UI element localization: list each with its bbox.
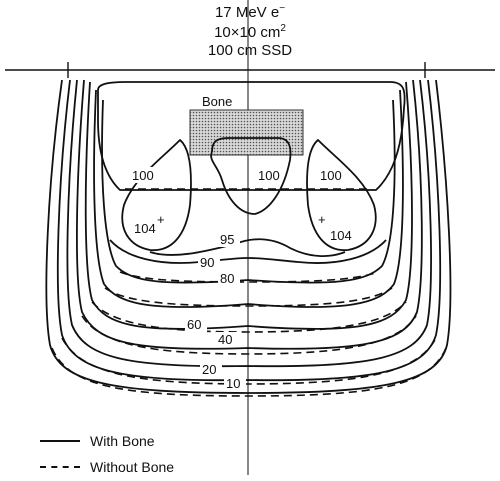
isodose-40-solid bbox=[76, 79, 423, 350]
label-104-right-plus: + bbox=[318, 212, 326, 227]
label-100-right: 100 bbox=[320, 168, 342, 183]
label-40: 40 bbox=[218, 332, 232, 347]
isodose-60-solid bbox=[84, 81, 413, 330]
isodose-90-solid bbox=[109, 239, 387, 264]
field-size: 10×10 cm2 bbox=[214, 23, 286, 41]
label-100-left: 100 bbox=[132, 168, 154, 183]
isodose-70-dashed bbox=[104, 287, 393, 307]
label-100-mid: 100 bbox=[258, 168, 280, 183]
isodose-60-dashed bbox=[91, 301, 407, 333]
legend-with-bone-label: With Bone bbox=[90, 433, 155, 449]
beam-energy: 17 MeV e− bbox=[214, 3, 286, 21]
isodose-95-solid bbox=[149, 238, 346, 257]
isodose-80-solid bbox=[101, 99, 396, 284]
label-104-right: 104 bbox=[330, 228, 352, 243]
isodose-10-dashed bbox=[51, 347, 447, 397]
label-104-left: 104 bbox=[134, 221, 156, 236]
isodose-10-solid bbox=[45, 79, 452, 394]
legend-dashed-swatch bbox=[40, 466, 80, 468]
ssd: 100 cm SSD bbox=[207, 42, 293, 59]
bone-block bbox=[189, 109, 304, 156]
isodose-104-right-lobe bbox=[306, 139, 377, 251]
isodose-104-left-lobe bbox=[121, 139, 192, 251]
label-90: 90 bbox=[200, 255, 214, 270]
legend-without-bone: Without Bone bbox=[40, 459, 174, 475]
isodose-20-solid bbox=[56, 79, 442, 382]
isodose-40-dashed bbox=[81, 315, 417, 355]
isodose-edge-1 bbox=[66, 79, 432, 368]
isodose-100-envelope bbox=[97, 81, 406, 191]
legend-solid-swatch bbox=[40, 440, 80, 442]
bone-label: Bone bbox=[202, 94, 232, 109]
label-104-left-plus: + bbox=[157, 212, 165, 227]
label-20: 20 bbox=[202, 362, 216, 377]
isodose-70-solid bbox=[93, 89, 404, 308]
label-10: 10 bbox=[226, 376, 240, 391]
label-95: 95 bbox=[220, 232, 234, 247]
isodose-100-under-bone bbox=[210, 137, 292, 215]
legend-without-bone-label: Without Bone bbox=[90, 459, 175, 475]
label-80: 80 bbox=[220, 271, 234, 286]
label-60: 60 bbox=[187, 317, 201, 332]
legend-with-bone: With Bone bbox=[40, 433, 155, 449]
isodose-20-dashed bbox=[61, 337, 437, 385]
